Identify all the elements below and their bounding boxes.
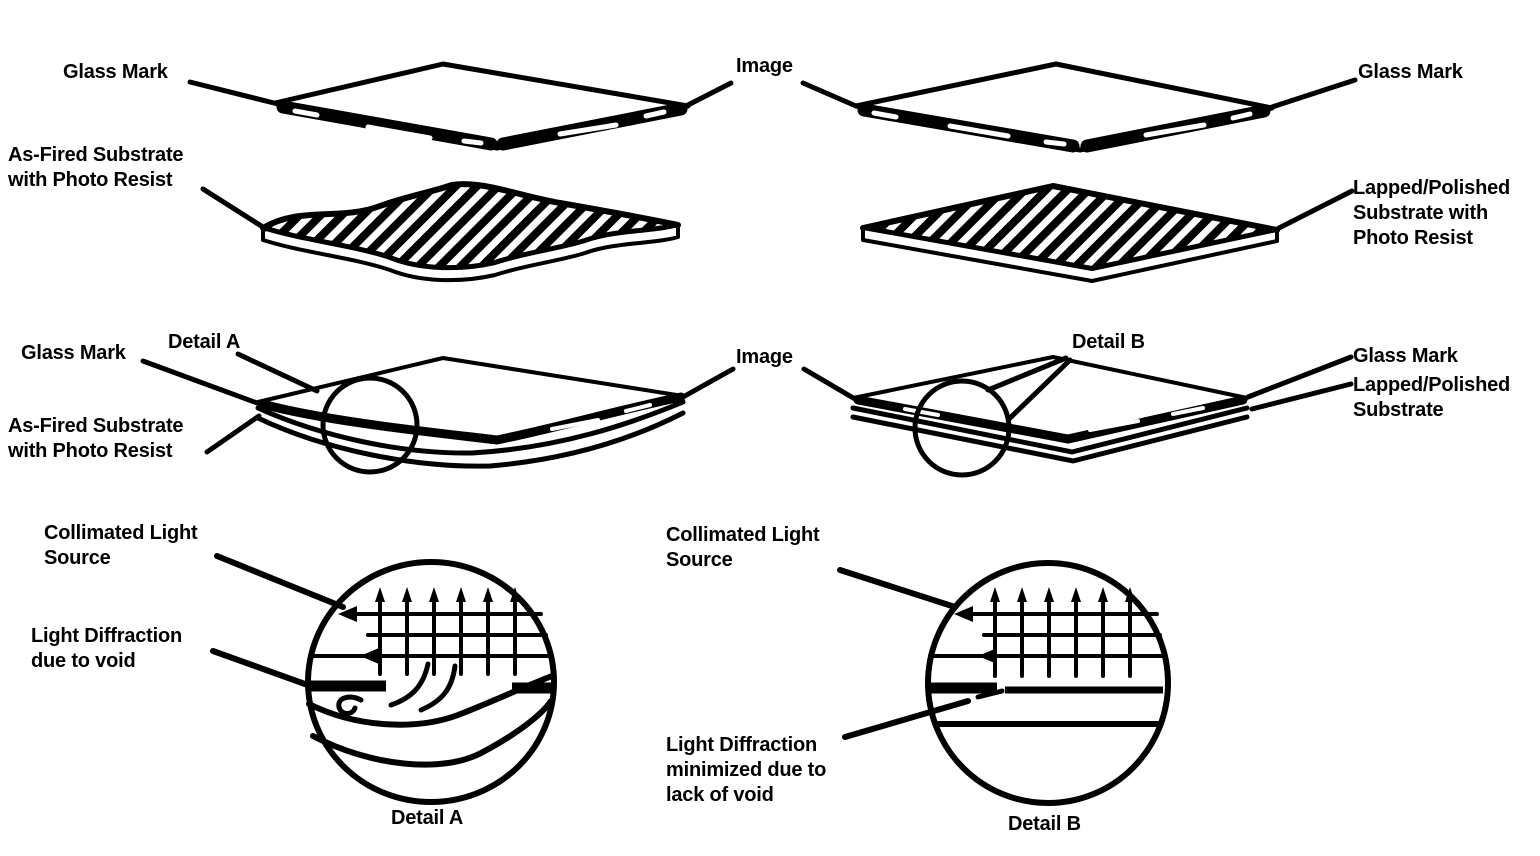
leader-line-detail-b (1006, 357, 1073, 422)
chrome-pattern-slots (292, 108, 667, 146)
leader-line-diffraction-dash (975, 688, 1005, 700)
substrate-thickness-edge (261, 223, 680, 283)
collimated-light-grid (310, 587, 551, 676)
leader-line-image (800, 80, 859, 109)
label-glass-mark-mid-right: Glass Mark (1353, 345, 1458, 367)
substrate-bottom-edge-flat (850, 414, 1250, 464)
leader-line-substrate (1249, 381, 1354, 412)
leader-line-image (685, 80, 734, 108)
caption-detail-a: Detail A (391, 807, 464, 829)
label-lapped-top-right: Lapped/Polished Substrate with Photo Res… (1353, 177, 1511, 249)
label-detail-a-pointer: Detail A (168, 331, 241, 353)
as-fired-surface-waves (306, 673, 555, 768)
label-glass-mark-top-right: Glass Mark (1358, 61, 1463, 83)
glass-mask-plate-top-left (187, 61, 734, 151)
label-as-fired-top-left: As-Fired Substrate with Photo Resist (8, 144, 184, 191)
stack-mid-left (140, 351, 736, 475)
chrome-bars-with-void (309, 680, 552, 694)
glass-plate-outline (853, 61, 1275, 153)
light-ray-spikes (954, 587, 1135, 664)
chrome-pattern-slots (871, 110, 1253, 147)
detail-b-circle (925, 560, 1171, 806)
detail-a-zoom (210, 553, 557, 805)
chrome-pattern-band (257, 392, 686, 445)
label-lapped-mid-right: Lapped/Polished Substrate (1353, 374, 1511, 421)
leader-line-collimated-light (214, 553, 346, 610)
chrome-pattern-slots (903, 406, 1205, 432)
collimated-light-grid (928, 587, 1165, 678)
label-diffraction-a: Light Diffraction due to void (31, 625, 183, 672)
stack-mid-right (801, 354, 1354, 478)
detail-b-callout-circle (912, 378, 1012, 478)
leader-line-diffraction (210, 648, 319, 691)
glass-mask-plate-top-right (800, 61, 1358, 153)
glass-plate-outline (272, 61, 691, 151)
caption-detail-b: Detail B (1008, 813, 1081, 835)
label-glass-mark-top-left: Glass Mark (63, 61, 168, 83)
label-image-top: Image (736, 55, 793, 77)
leader-line-glass-mark (1269, 77, 1358, 110)
label-diffraction-b: Light Diffraction minimized due to lack … (666, 734, 827, 806)
detail-b-zoom (837, 560, 1171, 806)
leader-line-collimated-light (837, 567, 958, 610)
leader-line-substrate (200, 186, 269, 232)
label-glass-mark-mid-left: Glass Mark (21, 342, 126, 364)
leader-line-image (801, 366, 858, 402)
substrate-top-surface-flat (850, 405, 1250, 455)
lapped-substrate-top-right (860, 183, 1355, 283)
leader-line-glass-mark (1245, 354, 1354, 400)
leader-line-glass-mark (140, 358, 260, 406)
chrome-bars-no-void (929, 682, 1163, 694)
label-detail-b-pointer: Detail B (1072, 331, 1145, 353)
substrate-thickness-edge (861, 226, 1279, 283)
light-ray-spikes (338, 587, 520, 664)
label-collimated-light-b: Collimated Light Source (666, 524, 820, 571)
diffracted-light-curves (336, 661, 458, 716)
label-collimated-light-a: Collimated Light Source (44, 522, 198, 569)
substrate-hatched-surface (860, 183, 1280, 272)
leader-line-substrate (204, 413, 262, 455)
diffraction-curl (336, 694, 364, 716)
leader-line-diffraction (842, 698, 971, 740)
leader-line-glass-mark (187, 79, 281, 107)
leader-line-detail-b (985, 355, 1069, 393)
chrome-pattern-slots (550, 403, 652, 431)
detail-a-callout-circle (320, 375, 420, 475)
substrate-top-surface-wavy (255, 399, 686, 456)
label-as-fired-mid-left: As-Fired Substrate with Photo Resist (8, 415, 184, 462)
leader-line-image (680, 366, 736, 400)
leader-line-detail-a (235, 351, 320, 394)
as-fired-substrate-top-left (200, 181, 681, 283)
leader-line-substrate (1276, 188, 1355, 231)
label-image-mid: Image (736, 346, 793, 368)
